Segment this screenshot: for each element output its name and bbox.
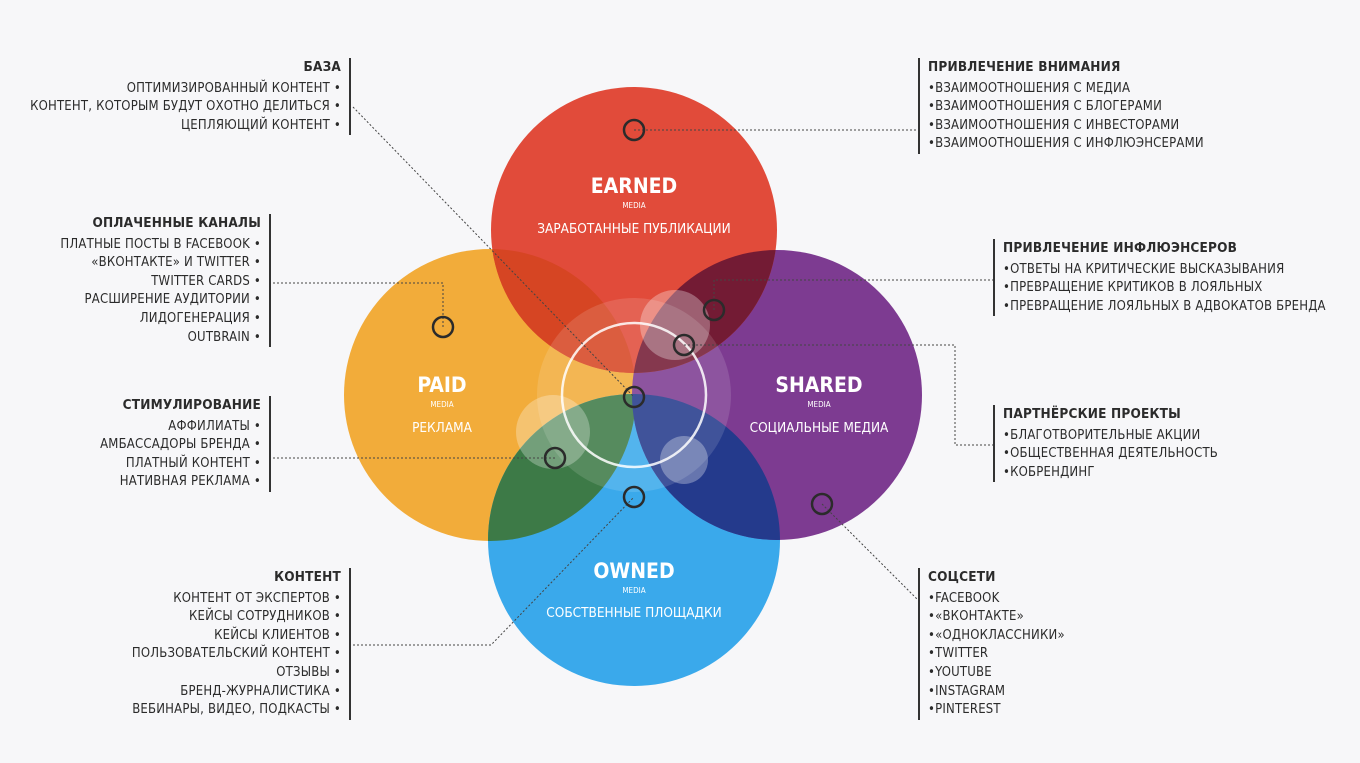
center-ring: [560, 321, 708, 469]
list-item: КОБРЕНДИНГ: [1003, 464, 1218, 483]
block-list: ОПТИМИЗИРОВАННЫЙ КОНТЕНТ КОНТЕНТ, КОТОРЫ…: [30, 80, 341, 136]
list-item: ОБЩЕСТВЕННАЯ ДЕЯТЕЛЬНОСТЬ: [1003, 445, 1218, 464]
block-social: СОЦСЕТИ FACEBOOK «ВКОНТАКТЕ» «ОДНОКЛАССН…: [918, 568, 1065, 720]
list-item: OUTBRAIN: [60, 329, 261, 348]
list-item: TWITTER CARDS: [60, 273, 261, 292]
owned-name: OWNED: [593, 559, 674, 583]
list-item: БЛАГОТВОРИТЕЛЬНЫЕ АКЦИИ: [1003, 427, 1218, 446]
earned-name: EARNED: [591, 174, 678, 198]
list-item: «ОДНОКЛАССНИКИ»: [928, 627, 1065, 646]
list-item: ОТВЕТЫ НА КРИТИЧЕСКИЕ ВЫСКАЗЫВАНИЯ: [1003, 261, 1326, 280]
list-item: ЦЕПЛЯЮЩИЙ КОНТЕНТ: [30, 117, 341, 136]
connector-social: [821, 503, 919, 601]
list-item: БРЕНД-ЖУРНАЛИСТИКА: [132, 683, 341, 702]
list-item: PINTEREST: [928, 701, 1065, 720]
list-item: ВЗАИМООТНОШЕНИЯ С БЛОГЕРАМИ: [928, 98, 1204, 117]
connector-content: [353, 496, 635, 646]
paid-earned-overlap: [491, 249, 636, 373]
shared-sub: СОЦИАЛЬНЫЕ МЕДИА: [750, 420, 889, 436]
list-item: НАТИВНАЯ РЕКЛАМА: [100, 473, 261, 492]
block-list: БЛАГОТВОРИТЕЛЬНЫЕ АКЦИИ ОБЩЕСТВЕННАЯ ДЕЯ…: [1003, 427, 1218, 483]
block-stimulation: СТИМУЛИРОВАНИЕ АФФИЛИАТЫ АМБАССАДОРЫ БРЕ…: [100, 396, 271, 492]
marker-stimulation: [543, 446, 567, 470]
list-item: ОТЗЫВЫ: [132, 664, 341, 683]
block-list: ПЛАТНЫЕ ПОСТЫ В FACEBOOK «ВКОНТАКТЕ» И T…: [60, 236, 261, 348]
list-item: ПЛАТНЫЕ ПОСТЫ В FACEBOOK: [60, 236, 261, 255]
block-title: КОНТЕНТ: [274, 569, 341, 585]
paid-sub: РЕКЛАМА: [412, 420, 473, 436]
paid-name: PAID: [417, 373, 466, 397]
list-item: ЛИДОГЕНЕРАЦИЯ: [60, 310, 261, 329]
list-item: ПРЕВРАЩЕНИЕ ЛОЯЛЬНЫХ В АДВОКАТОВ БРЕНДА: [1003, 298, 1326, 317]
block-influencers: ПРИВЛЕЧЕНИЕ ИНФЛЮЭНСЕРОВ ОТВЕТЫ НА КРИТИ…: [993, 239, 1326, 317]
marker-social: [810, 492, 834, 516]
marker-center: [622, 385, 646, 409]
list-item: КОНТЕНТ ОТ ЭКСПЕРТОВ: [132, 590, 341, 609]
paid-media: MEDIA: [430, 400, 453, 409]
marker-content: [622, 485, 646, 509]
list-item: ВЗАИМООТНОШЕНИЯ С ИНВЕСТОРАМИ: [928, 117, 1204, 136]
block-title: ОПЛАЧЕННЫЕ КАНАЛЫ: [92, 215, 261, 231]
list-item: ПОЛЬЗОВАТЕЛЬСКИЙ КОНТЕНТ: [132, 645, 341, 664]
list-item: ВЗАИМООТНОШЕНИЯ С ИНФЛЮЭНСЕРАМИ: [928, 135, 1204, 154]
list-item: КЕЙСЫ КЛИЕНТОВ: [132, 627, 341, 646]
list-item: INSTAGRAM: [928, 683, 1065, 702]
glow-disc-left: [516, 395, 590, 469]
list-item: АФФИЛИАТЫ: [100, 418, 261, 437]
earned-sub: ЗАРАБОТАННЫЕ ПУБЛИКАЦИИ: [537, 221, 730, 237]
list-item: TWITTER: [928, 645, 1065, 664]
list-item: YOUTUBE: [928, 664, 1065, 683]
shared-owned-overlap: [632, 394, 780, 540]
marker-partners: [672, 333, 696, 357]
block-title: СТИМУЛИРОВАНИЕ: [122, 397, 261, 413]
list-item: РАСШИРЕНИЕ АУДИТОРИИ: [60, 291, 261, 310]
block-title: БАЗА: [303, 59, 341, 75]
list-item: КЕЙСЫ СОТРУДНИКОВ: [132, 608, 341, 627]
marker-influencers: [702, 298, 726, 322]
shared-name: SHARED: [775, 373, 862, 397]
block-baza: БАЗА ОПТИМИЗИРОВАННЫЙ КОНТЕНТ КОНТЕНТ, К…: [30, 58, 351, 136]
list-item: «ВКОНТАКТЕ»: [928, 608, 1065, 627]
block-title: СОЦСЕТИ: [928, 569, 996, 585]
list-item: ПЛАТНЫЙ КОНТЕНТ: [100, 455, 261, 474]
block-list: ОТВЕТЫ НА КРИТИЧЕСКИЕ ВЫСКАЗЫВАНИЯ ПРЕВР…: [1003, 261, 1326, 317]
connector-paid-channels: [273, 282, 444, 327]
block-title: ПРИВЛЕЧЕНИЕ ИНФЛЮЭНСЕРОВ: [1003, 240, 1238, 256]
list-item: FACEBOOK: [928, 590, 1065, 609]
list-item: ВЗАИМООТНОШЕНИЯ С МЕДИА: [928, 80, 1204, 99]
list-item: «ВКОНТАКТЕ» И TWITTER: [60, 254, 261, 273]
block-partners: ПАРТНЁРСКИЕ ПРОЕКТЫ БЛАГОТВОРИТЕЛЬНЫЕ АК…: [993, 405, 1218, 483]
block-content: КОНТЕНТ КОНТЕНТ ОТ ЭКСПЕРТОВ КЕЙСЫ СОТРУ…: [132, 568, 351, 720]
block-list: FACEBOOK «ВКОНТАКТЕ» «ОДНОКЛАССНИКИ» TWI…: [928, 590, 1065, 720]
connector-partners: [684, 344, 993, 446]
block-paid-channels: ОПЛАЧЕННЫЕ КАНАЛЫ ПЛАТНЫЕ ПОСТЫ В FACEBO…: [60, 214, 271, 348]
list-item: ОПТИМИЗИРОВАННЫЙ КОНТЕНТ: [30, 80, 341, 99]
block-title: ПАРТНЁРСКИЕ ПРОЕКТЫ: [1003, 406, 1181, 422]
shared-earned-overlap: [632, 250, 777, 373]
list-item: АМБАССАДОРЫ БРЕНДА: [100, 436, 261, 455]
list-item: КОНТЕНТ, КОТОРЫМ БУДУТ ОХОТНО ДЕЛИТЬСЯ: [30, 98, 341, 117]
marker-earned: [622, 118, 646, 142]
connector-baza: [352, 106, 635, 398]
block-list: КОНТЕНТ ОТ ЭКСПЕРТОВ КЕЙСЫ СОТРУДНИКОВ К…: [132, 590, 341, 720]
glow-disc-right: [660, 436, 708, 484]
owned-sub: СОБСТВЕННЫЕ ПЛОЩАДКИ: [546, 605, 721, 621]
list-item: ПРЕВРАЩЕНИЕ КРИТИКОВ В ЛОЯЛЬНЫХ: [1003, 279, 1326, 298]
list-item: ВЕБИНАРЫ, ВИДЕО, ПОДКАСТЫ: [132, 701, 341, 720]
owned-media: MEDIA: [622, 586, 645, 595]
earned-media: MEDIA: [622, 201, 645, 210]
block-list: ВЗАИМООТНОШЕНИЯ С МЕДИА ВЗАИМООТНОШЕНИЯ …: [928, 80, 1204, 154]
block-attention: ПРИВЛЕЧЕНИЕ ВНИМАНИЯ ВЗАИМООТНОШЕНИЯ С М…: [918, 58, 1204, 154]
shared-media: MEDIA: [807, 400, 830, 409]
block-title: ПРИВЛЕЧЕНИЕ ВНИМАНИЯ: [928, 59, 1121, 75]
block-list: АФФИЛИАТЫ АМБАССАДОРЫ БРЕНДА ПЛАТНЫЙ КОН…: [100, 418, 261, 492]
marker-paid: [431, 315, 455, 339]
